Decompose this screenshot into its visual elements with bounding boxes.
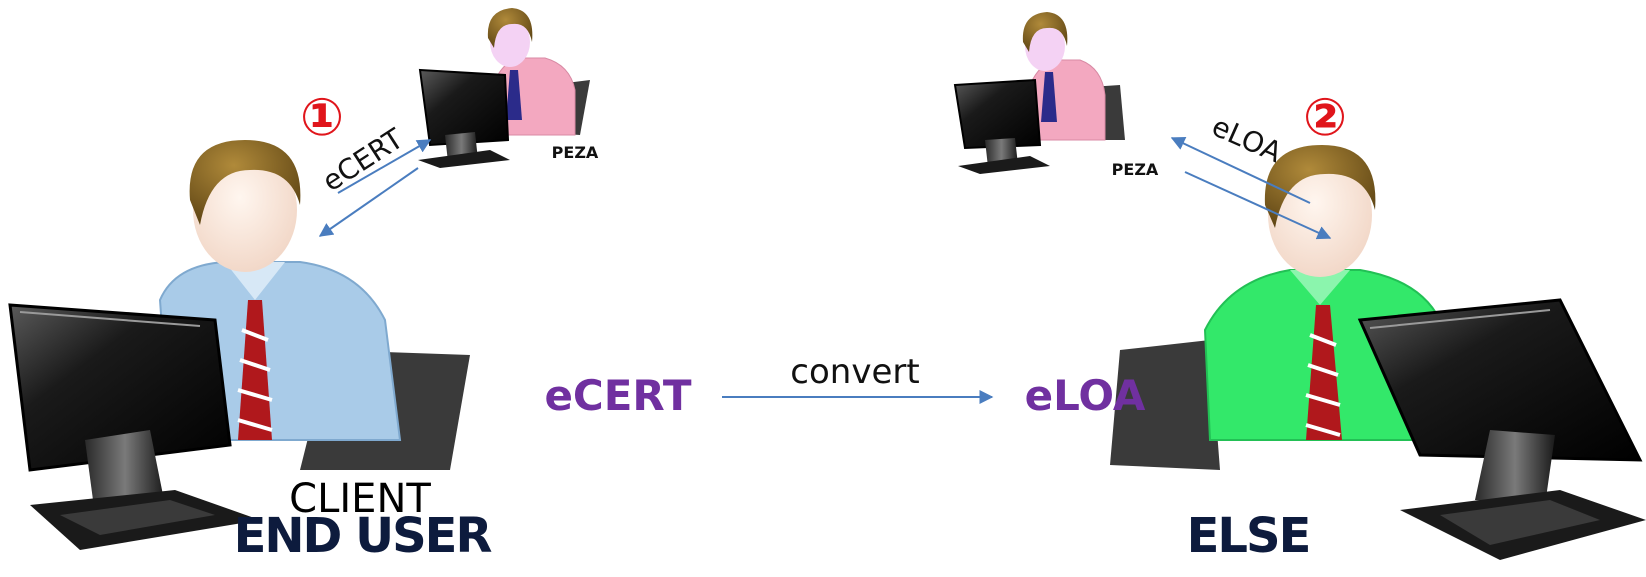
step2-arrow-to-peza xyxy=(1170,137,1311,204)
client-label: CLIENT xyxy=(289,476,431,522)
step2-arrow-to-else xyxy=(1184,171,1332,240)
peza-left-figure xyxy=(418,8,590,168)
peza-right-label: PEZA xyxy=(1112,160,1159,179)
step2-arrows xyxy=(1170,137,1332,240)
peza-right-face xyxy=(1025,21,1065,71)
else-figure xyxy=(1110,145,1646,560)
else-label: ELSE xyxy=(1187,508,1310,564)
peza-left-hair xyxy=(487,8,533,48)
peza-right-hair xyxy=(1022,12,1068,52)
client-monitor xyxy=(8,303,232,472)
client-figure xyxy=(8,140,470,550)
step1-arrow-to-client xyxy=(318,167,419,237)
convert-label: convert xyxy=(790,352,919,392)
step1-marker: ① xyxy=(300,88,344,148)
peza-right-figure xyxy=(953,12,1125,174)
else-monitor xyxy=(1357,298,1643,462)
else-hair xyxy=(1264,145,1376,228)
main-to-label: eLOA xyxy=(1025,371,1146,420)
else-monitor-stand xyxy=(1475,430,1555,505)
end-user-label: END USER xyxy=(234,508,492,564)
else-shadow xyxy=(1110,340,1220,470)
step1-arrow-to-peza xyxy=(337,139,432,194)
client-hair xyxy=(189,140,301,225)
peza-right-shirt xyxy=(1029,59,1106,141)
peza-left-label: PEZA xyxy=(552,143,599,162)
peza-left-face xyxy=(490,17,530,67)
client-tie xyxy=(238,300,272,440)
peza-left-monitor xyxy=(418,68,510,147)
peza-right-monitor xyxy=(953,78,1042,150)
step1-arrows xyxy=(318,139,432,237)
step2-marker: ② xyxy=(1303,88,1347,148)
main-from-label: eCERT xyxy=(544,371,691,420)
